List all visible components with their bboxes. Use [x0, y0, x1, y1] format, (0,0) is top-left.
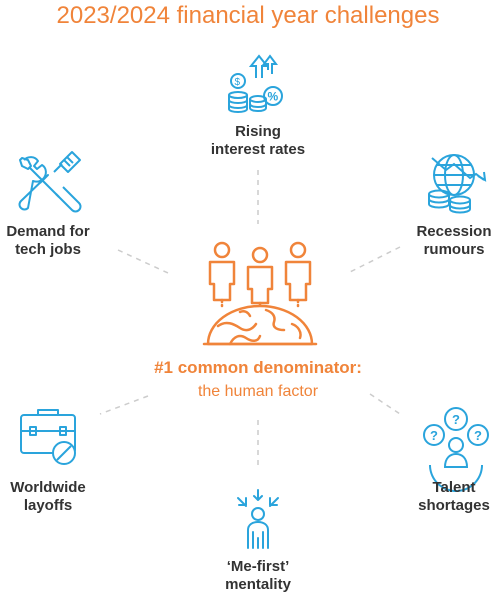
svg-text:%: %	[268, 90, 279, 104]
center-subline: the human factor	[197, 383, 319, 400]
person-questions-icon: ? ? ?	[423, 407, 489, 492]
tools-icon	[18, 151, 82, 213]
svg-text:?: ?	[430, 428, 438, 443]
globe-decline-icon	[428, 154, 487, 214]
briefcase-blocked-icon	[20, 409, 76, 465]
svg-text:?: ?	[452, 412, 460, 427]
money-growth-icon: $ %	[228, 54, 283, 114]
svg-text:?: ?	[474, 428, 482, 443]
self-focus-person-icon	[237, 489, 279, 549]
label-me-first-mentality: ‘Me-first’mentality	[225, 558, 291, 593]
people-on-globe-icon	[202, 241, 318, 346]
center-headline: #1 common denominator:	[154, 358, 362, 377]
page-title: 2023/2024 financial year challenges	[56, 2, 440, 29]
svg-text:$: $	[235, 77, 241, 88]
